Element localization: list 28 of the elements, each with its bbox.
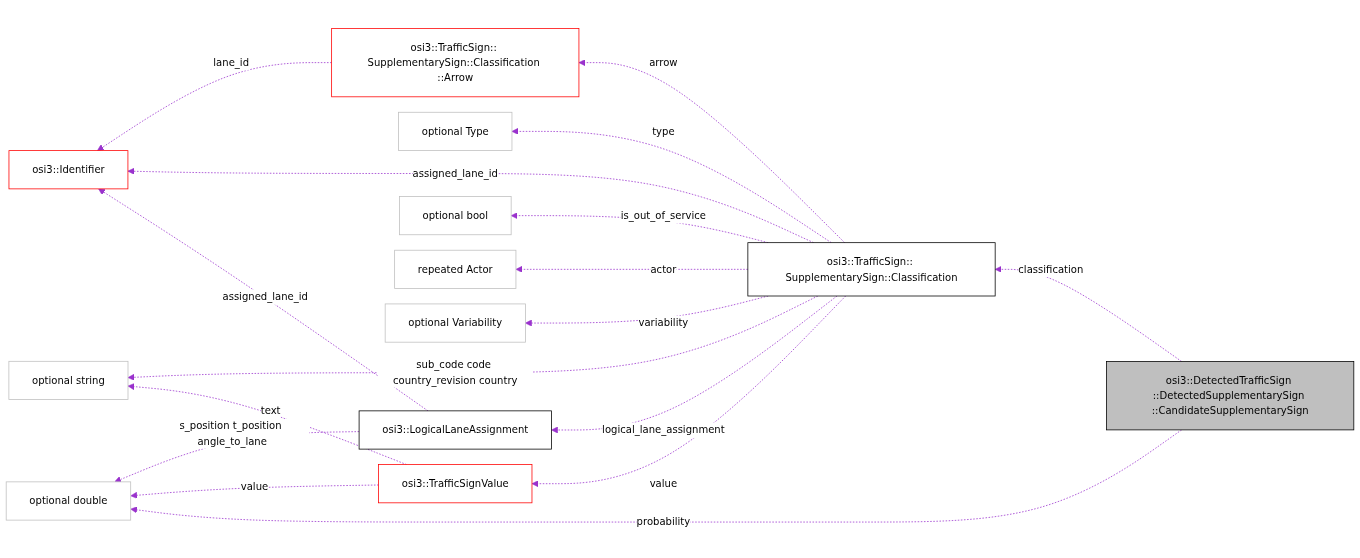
node-box: osi3::LogicalLaneAssignment [358,410,552,450]
edge-label: s_position t_position angle_to_lane [179,420,282,447]
node-box: optional Type [398,111,513,151]
node-box: optional bool [399,196,512,236]
edge-label: actor [650,263,677,275]
node-box: osi3::DetectedTrafficSign ::DetectedSupplementarySign ::CandidateSupplementarySign [1106,361,1355,431]
node-box: optional double [5,481,132,521]
node-box: osi3::TrafficSign:: SupplementarySign::Classification [747,242,996,297]
edge-label: variability [638,317,689,329]
edge-label: probability [636,516,691,528]
edge-label: is_out_of_service [620,209,707,222]
node-box: osi3::TrafficSignValue [378,464,533,504]
edge-label: type [652,125,675,137]
edge-label: arrow [649,56,678,69]
edge-label: classification [1018,263,1084,275]
node-box: osi3::Identifier [8,150,129,190]
edge-label: sub_code code country_revision country [393,359,518,386]
edge-label: lane_id [213,56,250,69]
node-box: osi3::TrafficSign:: SupplementarySign::Classification ::Arrow [331,28,580,98]
node-box: repeated Actor [394,249,517,289]
node-box: optional string [8,360,129,400]
edge-label: assigned_lane_id [222,290,308,303]
edge-label: logical_lane_assignment [602,424,725,436]
edge-label: value [649,477,678,490]
edge-label: text [260,405,281,417]
node-box: optional Variability [384,303,526,343]
edge-label: value [240,481,269,493]
edge-label: assigned_lane_id [412,167,498,180]
